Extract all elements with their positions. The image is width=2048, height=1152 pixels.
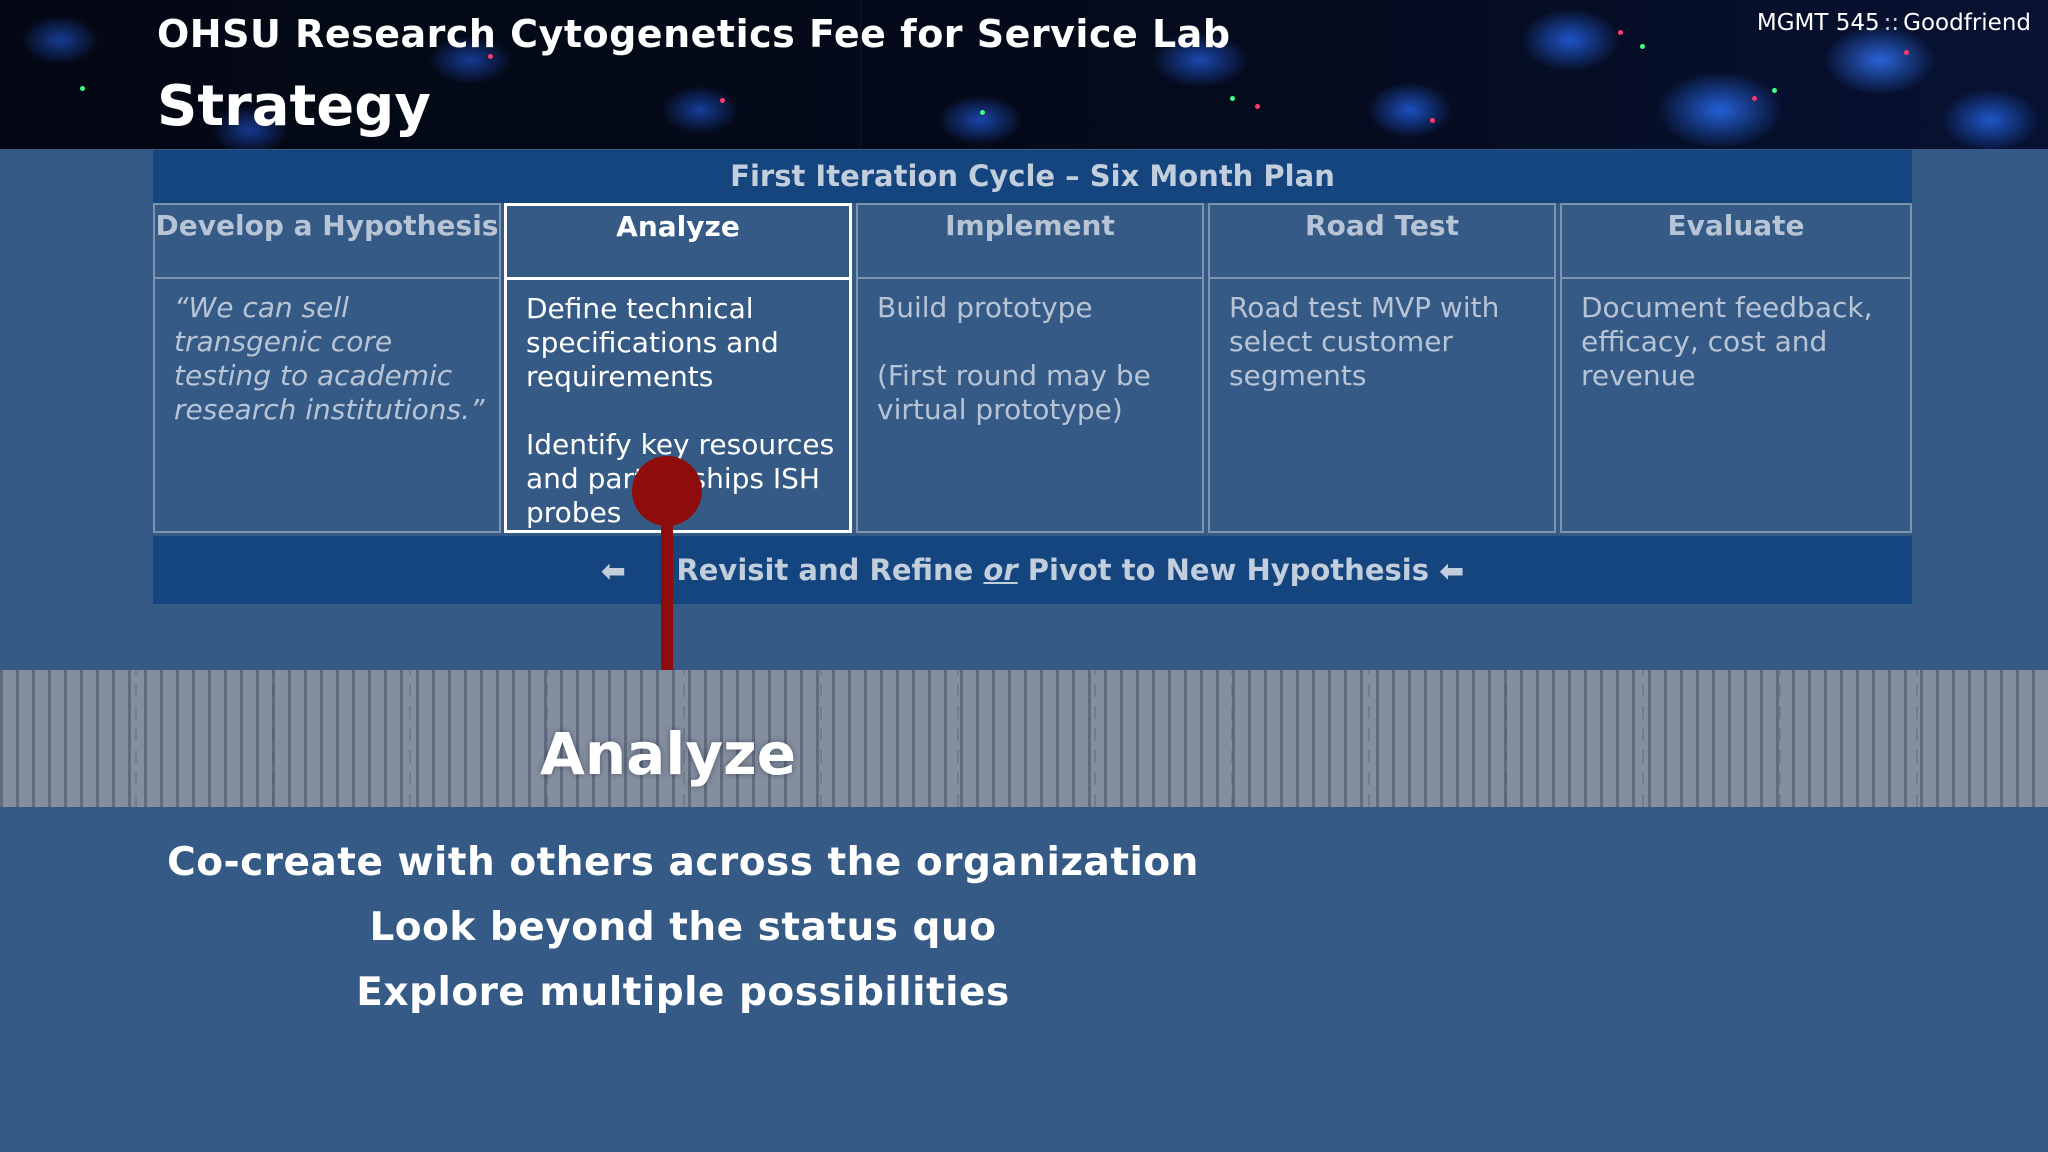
column-body: Document feedback, efficacy, cost and re… (1581, 291, 1898, 393)
column-road-test: Road Test Road test MVP with select cust… (1208, 203, 1556, 533)
focus-point: Co-create with others across the organiz… (167, 840, 1199, 885)
column-implement: Implement Build prototype (First round m… (856, 203, 1204, 533)
column-body: “We can sell transgenic core testing to … (174, 291, 487, 427)
column-analyze: Analyze Define technical specifications … (504, 203, 852, 533)
course-code: MGMT 545 (1756, 10, 1880, 36)
column-header: Evaluate (1562, 205, 1910, 279)
fish-signal-red (488, 54, 493, 59)
iteration-cycle-table: First Iteration Cycle – Six Month Plan D… (153, 150, 1912, 604)
cycle-title: First Iteration Cycle – Six Month Plan (153, 150, 1912, 203)
footer-text-before: Revisit and Refine (676, 553, 974, 587)
column-line: Define technical specifications and requ… (526, 292, 779, 393)
focus-point: Look beyond the status quo (369, 905, 997, 950)
column-line: Document feedback, efficacy, cost and re… (1581, 291, 1873, 392)
fish-signal-red (1904, 50, 1909, 55)
section-title: Strategy (157, 74, 431, 139)
column-header: Implement (858, 205, 1202, 279)
fish-signal-green (1230, 96, 1235, 101)
fish-signal-red (1430, 118, 1435, 123)
pointer-arrow-shaft (661, 492, 673, 682)
column-evaluate: Evaluate Document feedback, efficacy, co… (1560, 203, 1912, 533)
pointer-arrow-origin (632, 456, 702, 526)
arrow-left-icon: ⬅ (1439, 554, 1465, 589)
header-banner: OHSU Research Cytogenetics Fee for Servi… (0, 0, 2048, 149)
course-author: Goodfriend (1903, 10, 2031, 36)
column-line: Build prototype (877, 291, 1093, 324)
column-body: Build prototype (First round may be virt… (877, 291, 1190, 427)
org-title: OHSU Research Cytogenetics Fee for Servi… (157, 12, 1231, 56)
karyotype-strip-image (0, 670, 2048, 807)
fish-signal-green (980, 110, 985, 115)
footer-text-emph: or (983, 553, 1018, 587)
arrow-left-icon: ⬅ (600, 554, 626, 589)
fish-signal-green (1772, 88, 1777, 93)
fish-signal-red (1752, 96, 1757, 101)
focus-point: Explore multiple possibilities (356, 970, 1010, 1015)
column-header: Develop a Hypothesis (155, 205, 499, 279)
column-header: Analyze (507, 206, 849, 280)
fish-signal-red (720, 98, 725, 103)
cycle-footer: ⬅ Revisit and Refine or Pivot to New Hyp… (153, 536, 1912, 604)
course-tag: MGMT 545::Goodfriend (1757, 10, 2031, 36)
fish-signal-green (80, 86, 85, 91)
footer-text-after: Pivot to New Hypothesis (1027, 553, 1429, 587)
column-header: Road Test (1210, 205, 1554, 279)
column-develop-hypothesis: Develop a Hypothesis “We can sell transg… (153, 203, 501, 533)
column-body: Define technical specifications and requ… (526, 292, 837, 530)
fish-signal-green (1640, 44, 1645, 49)
column-line: “We can sell transgenic core testing to … (174, 291, 485, 426)
course-separator: :: (1883, 10, 1900, 36)
focus-title: Analyze (540, 720, 797, 788)
column-body: Road test MVP with select customer segme… (1229, 291, 1542, 393)
column-line: Road test MVP with select customer segme… (1229, 291, 1500, 392)
column-line: (First round may be virtual prototype) (877, 359, 1151, 426)
fish-signal-red (1618, 30, 1623, 35)
fish-signal-red (1255, 104, 1260, 109)
